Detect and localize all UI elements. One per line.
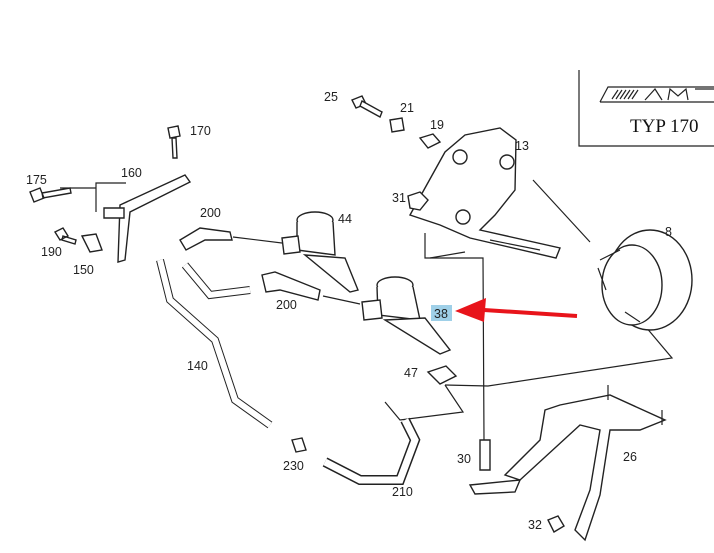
label-160[interactable]: 160: [121, 166, 142, 180]
label-8[interactable]: 8: [665, 225, 672, 239]
label-21[interactable]: 21: [400, 101, 414, 115]
part-8-air-pump: [597, 229, 693, 331]
part-26-bracket: [468, 385, 667, 542]
label-26[interactable]: 26: [623, 450, 637, 464]
label-30[interactable]: 30: [457, 452, 471, 466]
label-175[interactable]: 175: [26, 173, 47, 187]
label-230[interactable]: 230: [283, 459, 304, 473]
label-200-upper[interactable]: 200: [200, 206, 221, 220]
label-140[interactable]: 140: [187, 359, 208, 373]
part-38-highlight: [431, 305, 452, 321]
part-200-hose-upper: [179, 227, 233, 251]
leader-lines: [60, 179, 674, 441]
part-160-bracket: [29, 125, 192, 263]
amg-logo: [599, 86, 714, 103]
title-box: TYP 170: [578, 70, 714, 147]
label-13[interactable]: 13: [515, 139, 529, 153]
model-label: TYP 170: [630, 116, 698, 137]
part-47-gasket: [426, 365, 458, 385]
label-32[interactable]: 32: [528, 518, 542, 532]
label-150[interactable]: 150: [73, 263, 94, 277]
part-13-bracket: [408, 127, 561, 259]
label-25[interactable]: 25: [324, 90, 338, 104]
label-44[interactable]: 44: [338, 212, 352, 226]
part-200-hose-lower: [261, 271, 321, 301]
part-38-valve: [361, 276, 452, 355]
part-44-valve: [281, 211, 359, 293]
part-labels: 25 21 19 13 170 175 160 31 44 8 200 190 …: [26, 90, 672, 532]
label-47[interactable]: 47: [404, 366, 418, 380]
label-38[interactable]: 38: [434, 307, 448, 321]
label-31[interactable]: 31: [392, 191, 406, 205]
label-200-lower[interactable]: 200: [276, 298, 297, 312]
bolts-top: [351, 95, 442, 149]
label-170[interactable]: 170: [190, 124, 211, 138]
label-19[interactable]: 19: [430, 118, 444, 132]
part-31-nut: [407, 191, 429, 211]
label-210[interactable]: 210: [392, 485, 413, 499]
red-arrow-pointer: [455, 298, 578, 322]
label-190[interactable]: 190: [41, 245, 62, 259]
part-230-clip: [291, 437, 307, 453]
